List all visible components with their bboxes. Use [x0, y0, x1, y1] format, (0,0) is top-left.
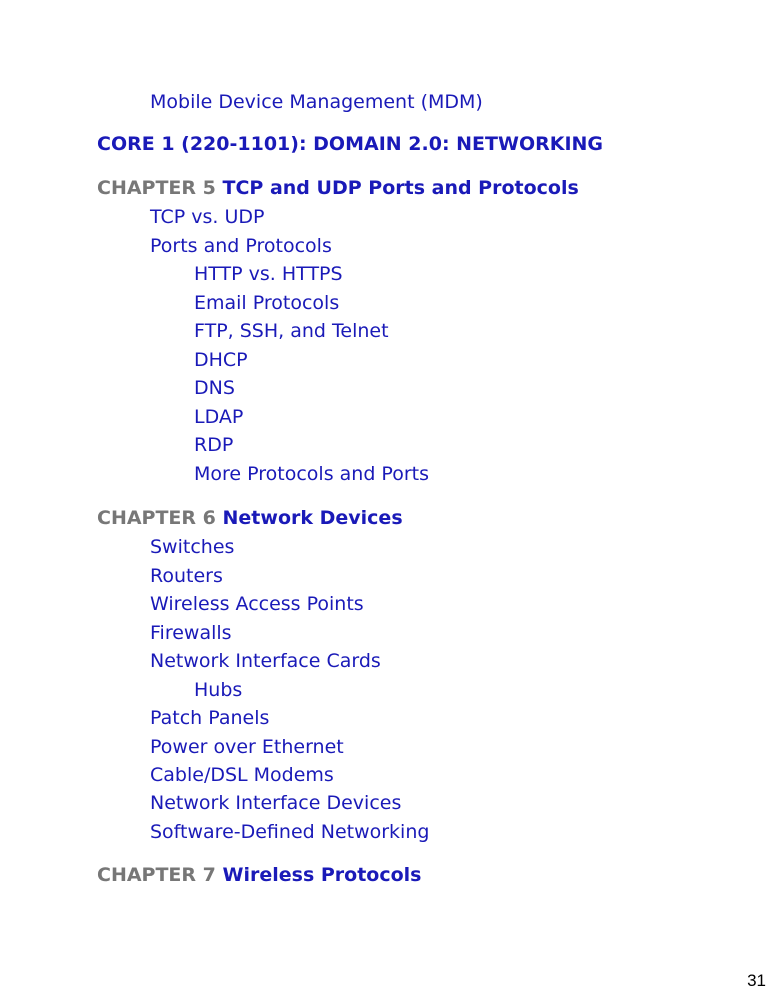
toc-entry-software-defined-networking[interactable]: Software-Defined Networking — [150, 821, 430, 843]
toc-entry-http-vs-https[interactable]: HTTP vs. HTTPS — [194, 263, 343, 285]
toc-entry-hubs[interactable]: Hubs — [194, 679, 243, 701]
toc-entry-more-protocols[interactable]: More Protocols and Ports — [194, 463, 429, 485]
chapter-6-heading: CHAPTER 6 Network Devices — [97, 506, 403, 530]
toc-entry-rdp[interactable]: RDP — [194, 434, 234, 456]
chapter-6-title[interactable]: Network Devices — [222, 507, 403, 529]
toc-entry-ftp-ssh-telnet[interactable]: FTP, SSH, and Telnet — [194, 320, 389, 342]
toc-entry-firewalls[interactable]: Firewalls — [150, 622, 232, 644]
page-number: 31 — [747, 971, 766, 990]
chapter-7-title[interactable]: Wireless Protocols — [222, 864, 422, 886]
chapter-7-heading: CHAPTER 7 Wireless Protocols — [97, 863, 422, 887]
chapter-label: CHAPTER 7 — [97, 864, 216, 886]
chapter-label: CHAPTER 6 — [97, 507, 216, 529]
toc-entry-ports-and-protocols[interactable]: Ports and Protocols — [150, 235, 332, 257]
toc-entry-dns[interactable]: DNS — [194, 377, 235, 399]
chapter-5-heading: CHAPTER 5 TCP and UDP Ports and Protocol… — [97, 176, 579, 200]
toc-entry-tcp-vs-udp[interactable]: TCP vs. UDP — [150, 206, 265, 228]
toc-entry-ldap[interactable]: LDAP — [194, 406, 244, 428]
toc-entry-network-interface-devices[interactable]: Network Interface Devices — [150, 792, 402, 814]
toc-entry-email-protocols[interactable]: Email Protocols — [194, 292, 340, 314]
toc-entry-dhcp[interactable]: DHCP — [194, 349, 248, 371]
toc-entry-network-interface-cards[interactable]: Network Interface Cards — [150, 650, 381, 672]
toc-entry-routers[interactable]: Routers — [150, 565, 223, 587]
toc-entry-cable-dsl-modems[interactable]: Cable/DSL Modems — [150, 764, 334, 786]
chapter-5-title[interactable]: TCP and UDP Ports and Protocols — [222, 177, 579, 199]
toc-entry-switches[interactable]: Switches — [150, 536, 235, 558]
chapter-label: CHAPTER 5 — [97, 177, 216, 199]
toc-entry-patch-panels[interactable]: Patch Panels — [150, 707, 270, 729]
toc-entry-wireless-access-points[interactable]: Wireless Access Points — [150, 593, 364, 615]
toc-entry-mdm[interactable]: Mobile Device Management (MDM) — [150, 91, 483, 113]
domain-heading[interactable]: CORE 1 (220-1101): DOMAIN 2.0: NETWORKIN… — [97, 133, 604, 155]
toc-entry-power-over-ethernet[interactable]: Power over Ethernet — [150, 736, 344, 758]
